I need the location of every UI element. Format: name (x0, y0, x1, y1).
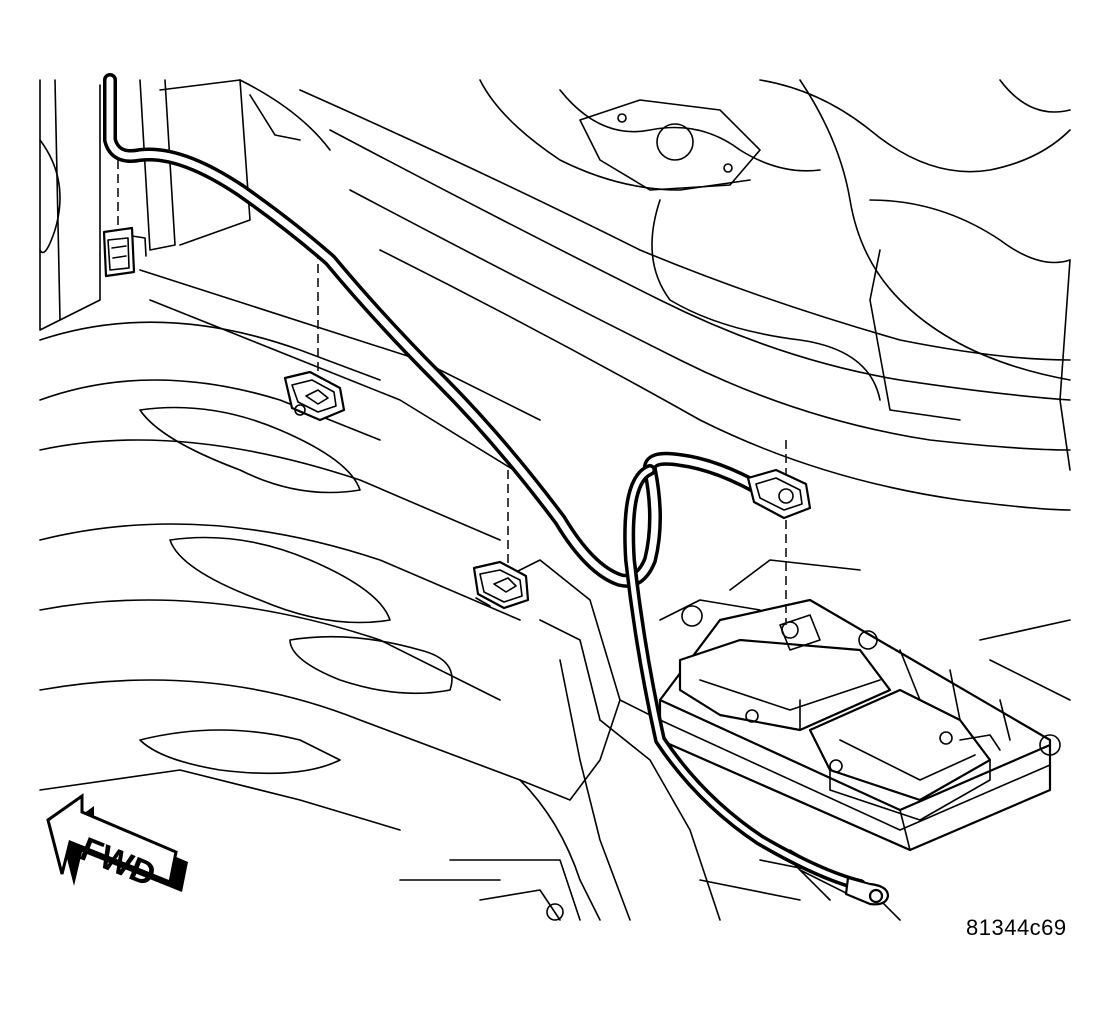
cable-clip-mid (283, 370, 346, 422)
fwd-direction-arrow: FWD (46, 793, 188, 894)
electronic-module-tray (658, 598, 1061, 852)
cable-clip-right (746, 468, 812, 520)
cable-clip-upper-left (102, 226, 147, 278)
cable-clip-center (472, 560, 530, 610)
ring-terminal (844, 876, 890, 906)
figure-id-label: 81344c69 (966, 915, 1067, 940)
vehicle-body-linework (39, 79, 1071, 921)
ground-cable (103, 73, 866, 891)
assembly-leader-lines (117, 160, 787, 625)
